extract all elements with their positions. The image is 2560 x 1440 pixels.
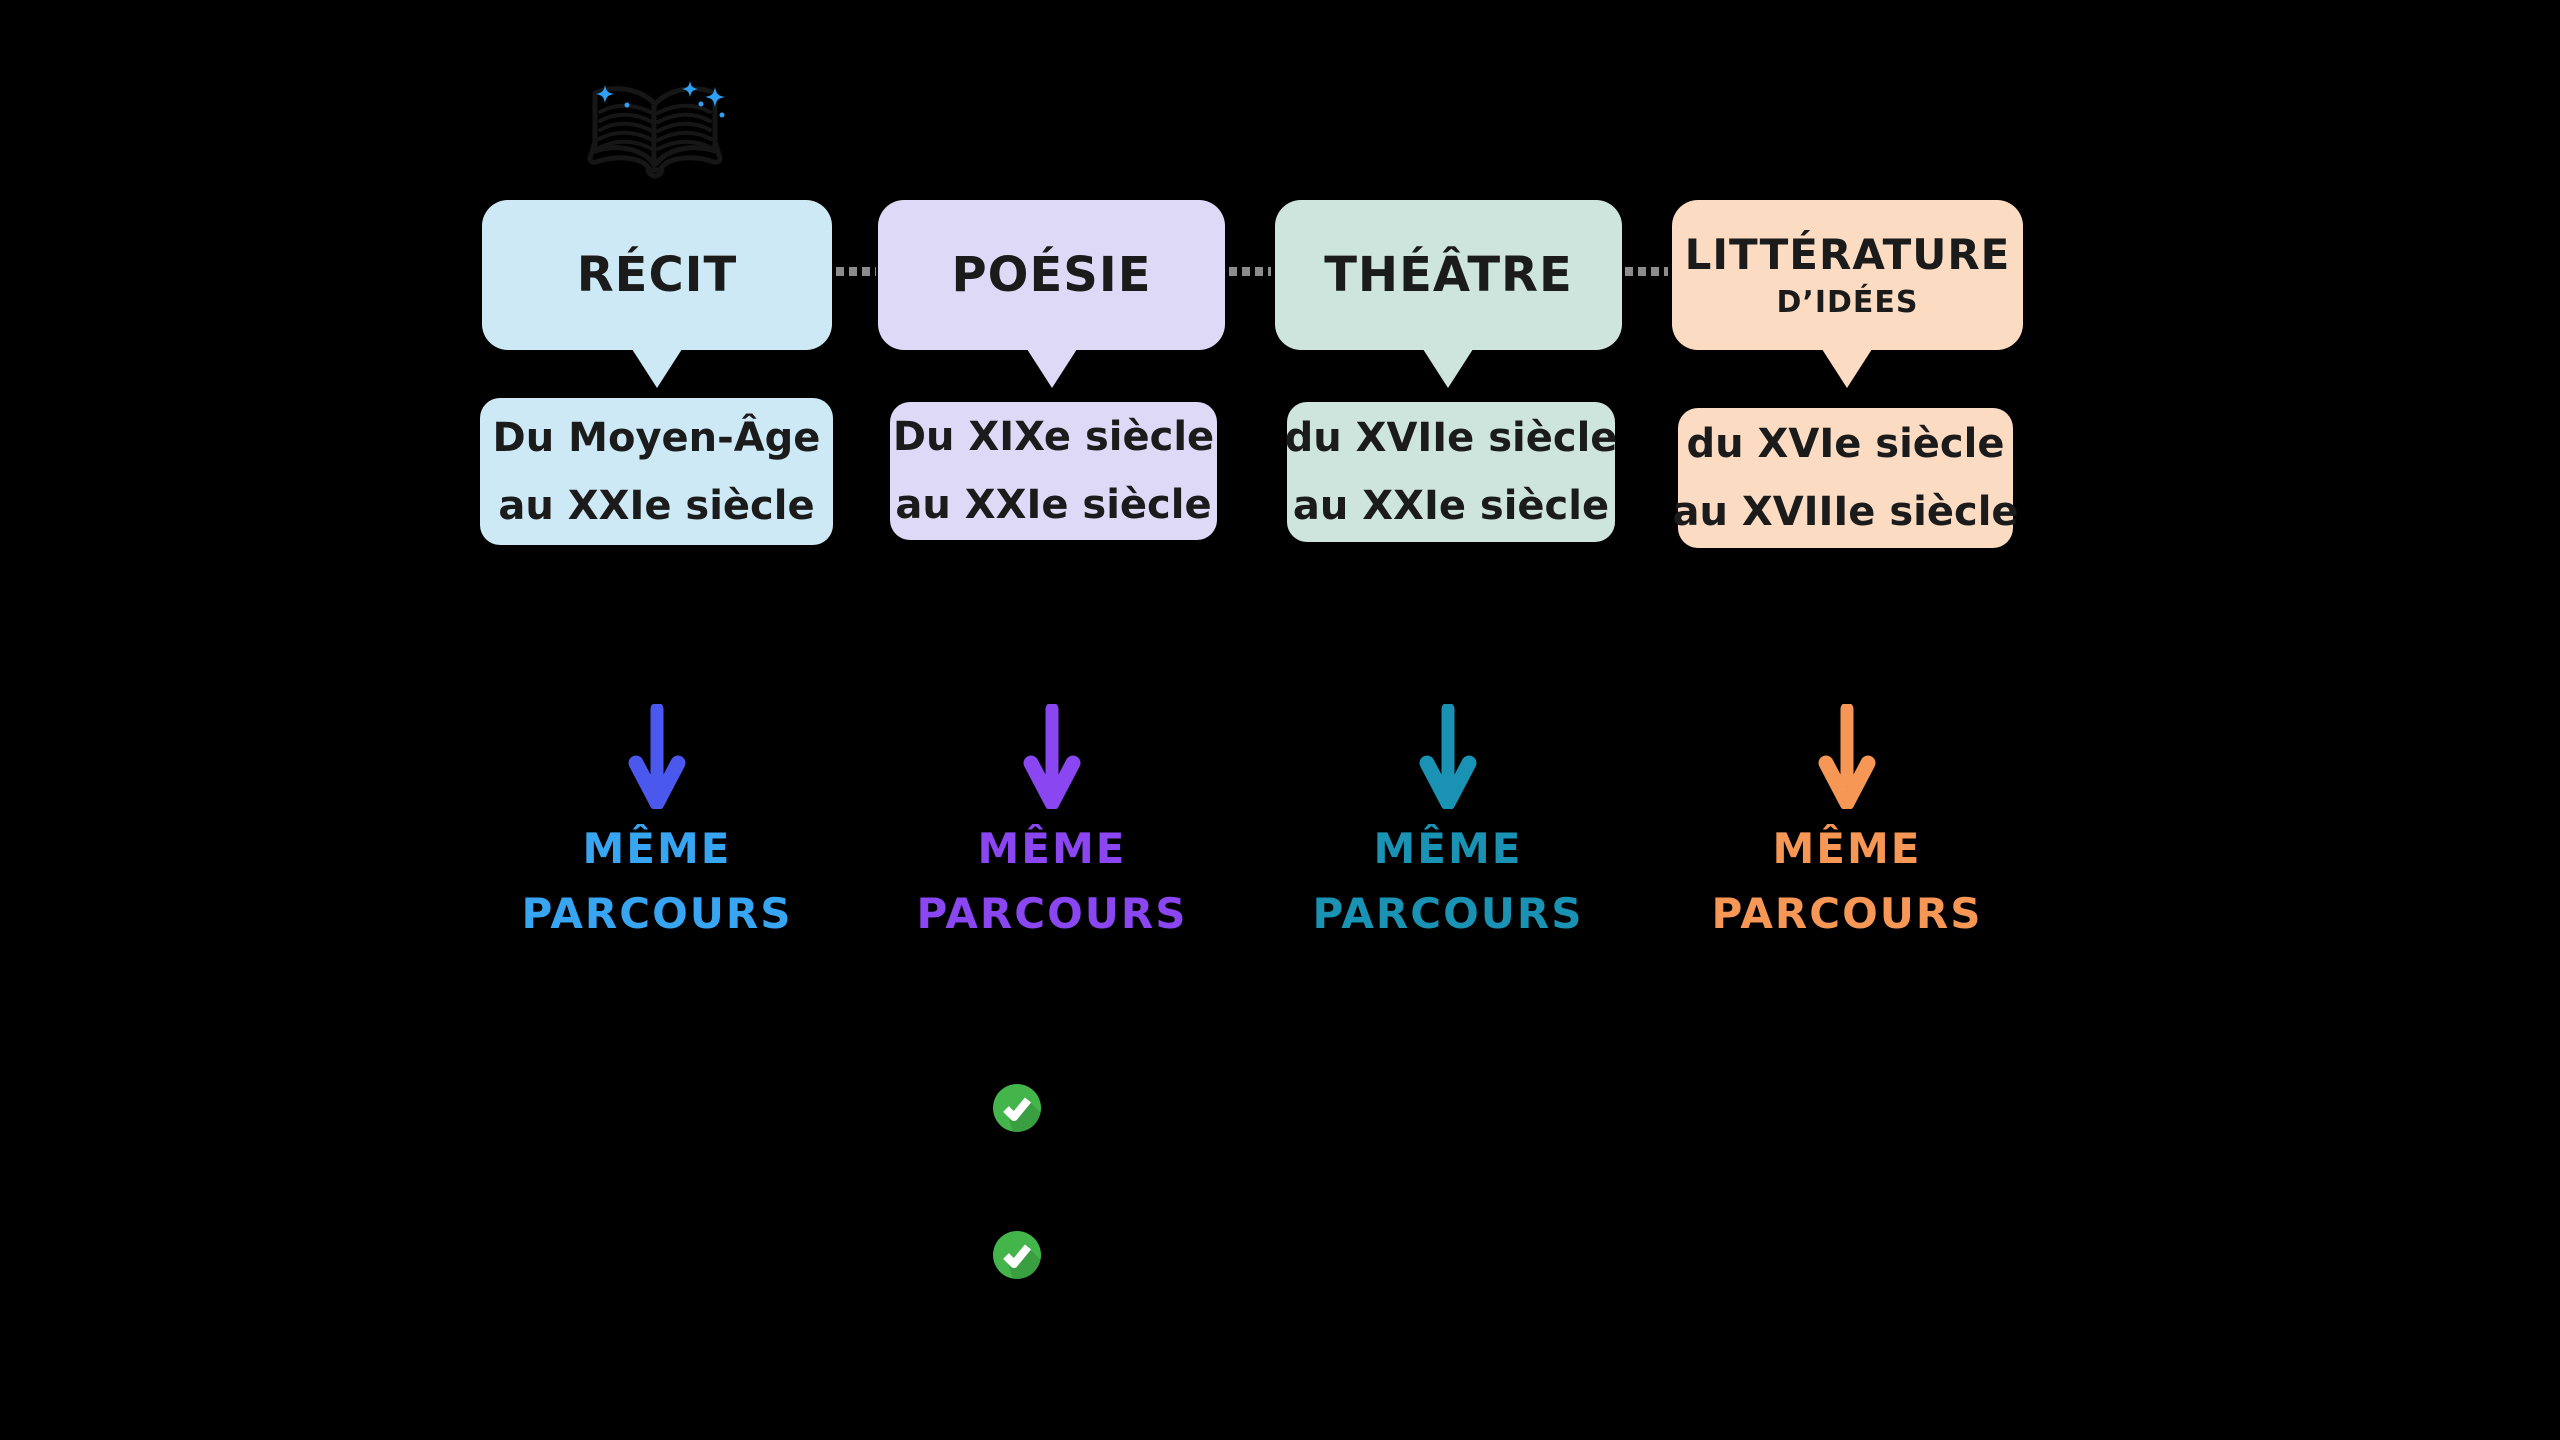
label-line: PARCOURS [916, 889, 1188, 939]
period-line: du XVIe siècle [1686, 421, 2005, 467]
label-line: MÊME [1772, 824, 1922, 873]
label-line: PARCOURS [1312, 889, 1584, 939]
down-arrow-icon [1818, 704, 1876, 809]
check-circle-icon [993, 1084, 1041, 1132]
bubble-tail [1820, 346, 1874, 388]
down-arrow-icon [1419, 704, 1477, 809]
period-box: du XVIe siècle au XVIIIe siècle [1672, 408, 2019, 548]
connector-dashed-line [1229, 267, 1271, 276]
period-box: Du XIXe siècle au XXIe siècle [890, 402, 1217, 540]
period-box: Du Moyen-Âge au XXIe siècle [480, 398, 833, 545]
period-line: au XVIIIe siècle [1672, 489, 2019, 535]
check-circle-icon [993, 1231, 1041, 1279]
bubble-tail [1025, 346, 1079, 388]
label-line: PARCOURS [521, 889, 793, 939]
label-line: MÊME [1373, 824, 1523, 873]
genre-title: THÉÂTRE [1324, 247, 1573, 303]
bubble-tail [630, 346, 684, 388]
same-parcours-label: MÊME PARCOURS [872, 816, 1232, 946]
genre-title: RÉCIT [576, 247, 738, 303]
period-line: Du Moyen-Âge [492, 414, 821, 461]
period-box: du XVIIe siècle au XXIe siècle [1284, 402, 1618, 542]
down-arrow-icon [628, 704, 686, 809]
bubble-tail [1421, 346, 1475, 388]
same-parcours-label: MÊME PARCOURS [1268, 816, 1628, 946]
period-line: du XVIIe siècle [1284, 415, 1618, 461]
book-outline [587, 86, 723, 179]
open-book-icon [587, 81, 725, 179]
period-line: au XXIe siècle [1292, 483, 1610, 529]
genre-bubble-recit: RÉCIT [482, 200, 832, 350]
genre-title: POÉSIE [951, 247, 1152, 303]
period-line: au XXIe siècle [895, 482, 1212, 528]
label-line: MÊME [582, 824, 732, 873]
genre-bubble-litterature-idees: LITTÉRATURE D’IDÉES [1672, 200, 2023, 350]
genre-bubble-theatre: THÉÂTRE [1275, 200, 1622, 350]
label-line: PARCOURS [1711, 889, 1983, 939]
genre-bubble-poesie: POÉSIE [878, 200, 1225, 350]
genre-title: LITTÉRATURE [1684, 230, 2011, 279]
genre-subtitle: D’IDÉES [1776, 285, 1919, 320]
down-arrow-icon [1023, 704, 1081, 809]
connector-dashed-line [1625, 267, 1668, 276]
same-parcours-label: MÊME PARCOURS [1667, 816, 2027, 946]
same-parcours-label: MÊME PARCOURS [477, 816, 837, 946]
connector-dashed-line [836, 267, 876, 276]
period-line: Du XIXe siècle [892, 414, 1215, 460]
period-line: au XXIe siècle [498, 482, 815, 529]
sparkles-icon [596, 81, 725, 118]
label-line: MÊME [977, 824, 1127, 873]
